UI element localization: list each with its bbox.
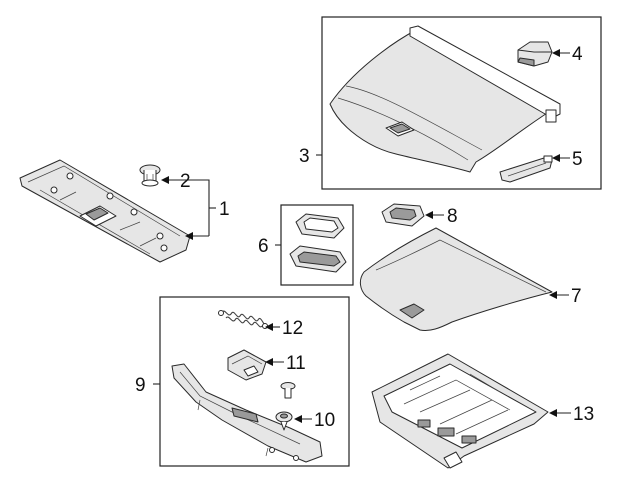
part-8-handle — [381, 203, 425, 227]
part-13-storage-tray — [371, 353, 549, 469]
callout-6: 6 — [258, 236, 269, 257]
part-5-bracket — [499, 155, 553, 183]
part-1-trim-panel — [19, 159, 191, 263]
callout-13: 13 — [573, 404, 594, 425]
callout-7: 7 — [571, 286, 582, 307]
callout-12: 12 — [282, 318, 303, 339]
callout-1: 1 — [219, 199, 230, 220]
callout-8: 8 — [447, 206, 458, 227]
part-10-fasteners — [275, 382, 296, 431]
callout-3: 3 — [299, 146, 310, 167]
part-9-sill-plate — [171, 363, 323, 463]
callout-9: 9 — [135, 375, 146, 396]
callout-4: 4 — [572, 44, 583, 65]
part-4-cap — [517, 41, 553, 67]
leader-lines — [153, 49, 571, 423]
callout-5: 5 — [572, 149, 583, 170]
callout-2: 2 — [180, 171, 191, 192]
callout-11: 11 — [286, 353, 306, 374]
part-9-box — [159, 296, 350, 467]
part-6-handle — [289, 213, 347, 273]
callout-10: 10 — [314, 410, 335, 431]
part-12-spring — [218, 310, 268, 329]
part-11-bracket — [227, 349, 267, 381]
part-3-box — [321, 16, 602, 190]
part-2-clip — [139, 164, 161, 187]
part-7-floor-board — [359, 227, 553, 331]
part-3-cargo-cover — [329, 25, 561, 173]
